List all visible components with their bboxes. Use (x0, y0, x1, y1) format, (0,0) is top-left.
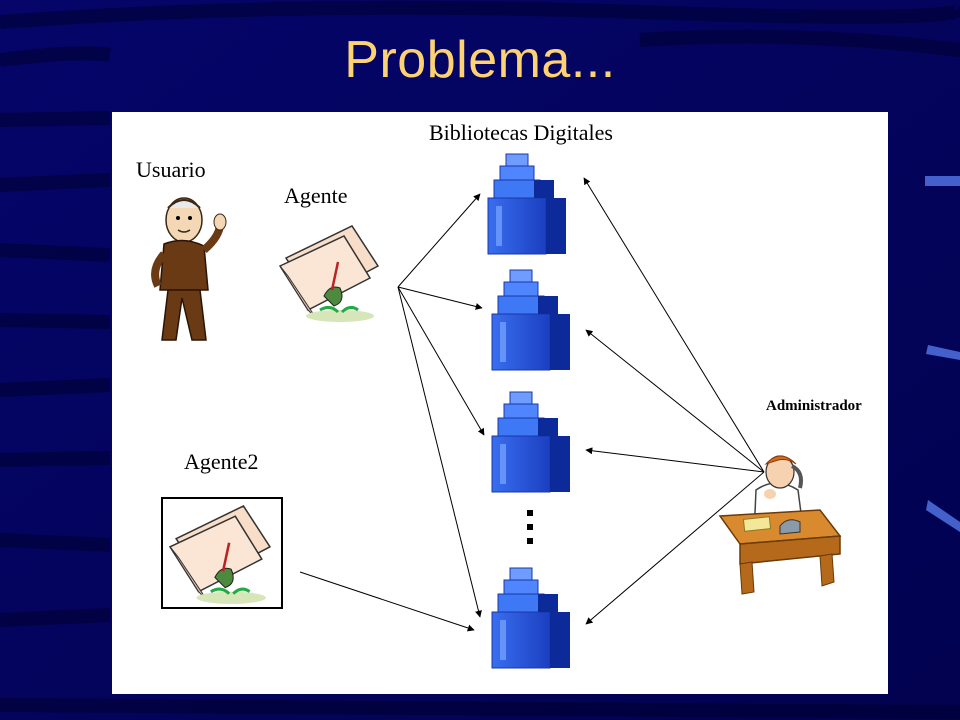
ellipsis-dots (527, 510, 533, 544)
library-building-icon (487, 153, 567, 255)
slide-title: Problema... (344, 31, 616, 89)
agent-folder-icon (278, 224, 380, 324)
library-building-icon (491, 269, 571, 371)
agent2-arrow (299, 571, 475, 632)
libraries-label: Bibliotecas Digitales (429, 120, 613, 145)
agent2-folder-icon (161, 497, 283, 609)
administrator-desk-icon (718, 455, 842, 595)
diagram-artwork (151, 153, 842, 669)
agent2-label: Agente2 (184, 449, 259, 474)
user-cartoon-icon (151, 197, 227, 341)
agent-arrows (397, 193, 485, 618)
administrator-label: Administrador (766, 398, 862, 414)
user-label: Usuario (136, 157, 206, 182)
library-building-icon (491, 391, 571, 493)
diagram-panel: Bibliotecas Digitales Usuario Agente Age… (112, 112, 888, 694)
agent-label: Agente (284, 183, 348, 208)
administrator-arrows (583, 177, 765, 625)
library-building-icon (491, 567, 571, 669)
